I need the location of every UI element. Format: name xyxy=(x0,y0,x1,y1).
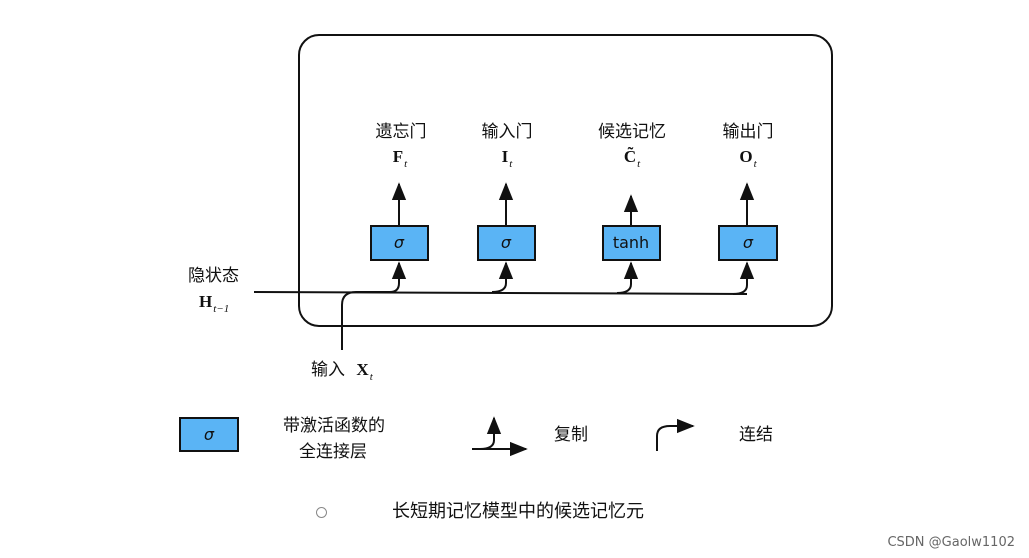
legend-fc-symbol: σ xyxy=(203,425,215,444)
output-gate-box xyxy=(718,225,778,261)
input-line xyxy=(341,261,407,350)
forget-gate-function: σ xyxy=(393,233,405,252)
candidate-memory-subscript: t xyxy=(637,158,641,170)
legend-fc-line1: 带激活函数的 xyxy=(283,416,385,436)
legend-concat-arrow xyxy=(656,418,695,451)
watermark: CSDN @Gaolw1102 xyxy=(887,535,1015,550)
legend-fc-line2: 全连接层 xyxy=(299,442,367,462)
hidden-state-subscript: t−1 xyxy=(213,303,230,315)
cell-container xyxy=(298,34,833,327)
legend-copy-label: 复制 xyxy=(554,425,588,445)
concat-to-output-gate xyxy=(732,261,755,295)
forget-gate-variable: Ft xyxy=(392,147,407,170)
forget-gate-symbol: F xyxy=(392,147,404,166)
input-gate-function: σ xyxy=(500,233,512,252)
input-label-group: 输入 Xt xyxy=(311,360,373,383)
hidden-state-label: 隐状态 xyxy=(188,266,239,286)
input-gate-subscript: t xyxy=(509,158,513,170)
hidden-state-line xyxy=(253,291,748,295)
input-subscript: t xyxy=(369,371,373,383)
concat-to-input-gate xyxy=(491,261,514,293)
figure-caption: 长短期记忆模型中的候选记忆元 xyxy=(392,501,644,522)
hidden-state-symbol: H xyxy=(199,292,213,311)
candidate-memory-function: tanh xyxy=(612,233,650,252)
legend-concat-label: 连结 xyxy=(739,425,773,445)
input-gate-variable: It xyxy=(501,147,513,170)
output-gate-variable: Ot xyxy=(739,147,756,170)
output-gate-title: 输出门 xyxy=(722,122,774,142)
hidden-state-variable: Ht−1 xyxy=(199,292,229,315)
concat-to-candidate xyxy=(616,261,639,294)
output-gate-symbol: O xyxy=(739,147,753,166)
input-symbol: X xyxy=(356,360,369,379)
candidate-memory-title: 候选记忆 xyxy=(598,122,666,142)
candidate-memory-symbol: C̃ xyxy=(623,147,637,166)
legend-copy-branch xyxy=(479,416,502,450)
input-gate-title: 输入门 xyxy=(481,122,533,142)
output-gate-subscript: t xyxy=(753,158,757,170)
forget-gate-subscript: t xyxy=(404,158,408,170)
input-label: 输入 xyxy=(311,360,345,380)
forget-gate-box xyxy=(370,225,429,261)
forget-gate-title: 遗忘门 xyxy=(375,122,427,142)
output-gate-function: σ xyxy=(742,233,754,252)
input-gate-symbol: I xyxy=(501,147,509,166)
candidate-memory-variable: C̃t xyxy=(623,147,640,170)
caption-radio[interactable] xyxy=(316,507,327,518)
legend-fc-box xyxy=(179,417,239,452)
input-gate-box xyxy=(477,225,536,261)
